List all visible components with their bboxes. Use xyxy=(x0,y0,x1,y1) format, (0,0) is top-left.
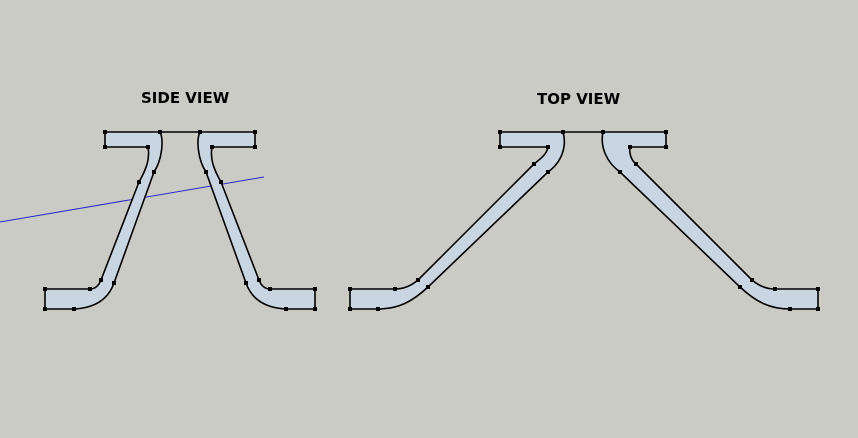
top-view-vertices xyxy=(348,130,820,311)
side-view-label: SIDE VIEW xyxy=(141,89,230,107)
top-view-drawing[interactable] xyxy=(348,130,820,311)
side-view-right-leg[interactable] xyxy=(197,131,316,310)
top-view-left-arm[interactable] xyxy=(349,131,566,310)
side-view-vertices xyxy=(43,130,317,311)
top-view-label: TOP VIEW xyxy=(537,90,621,108)
top-view-right-arm[interactable] xyxy=(601,131,819,310)
side-view-left-leg[interactable] xyxy=(44,131,163,310)
side-view-drawing[interactable] xyxy=(43,130,317,311)
